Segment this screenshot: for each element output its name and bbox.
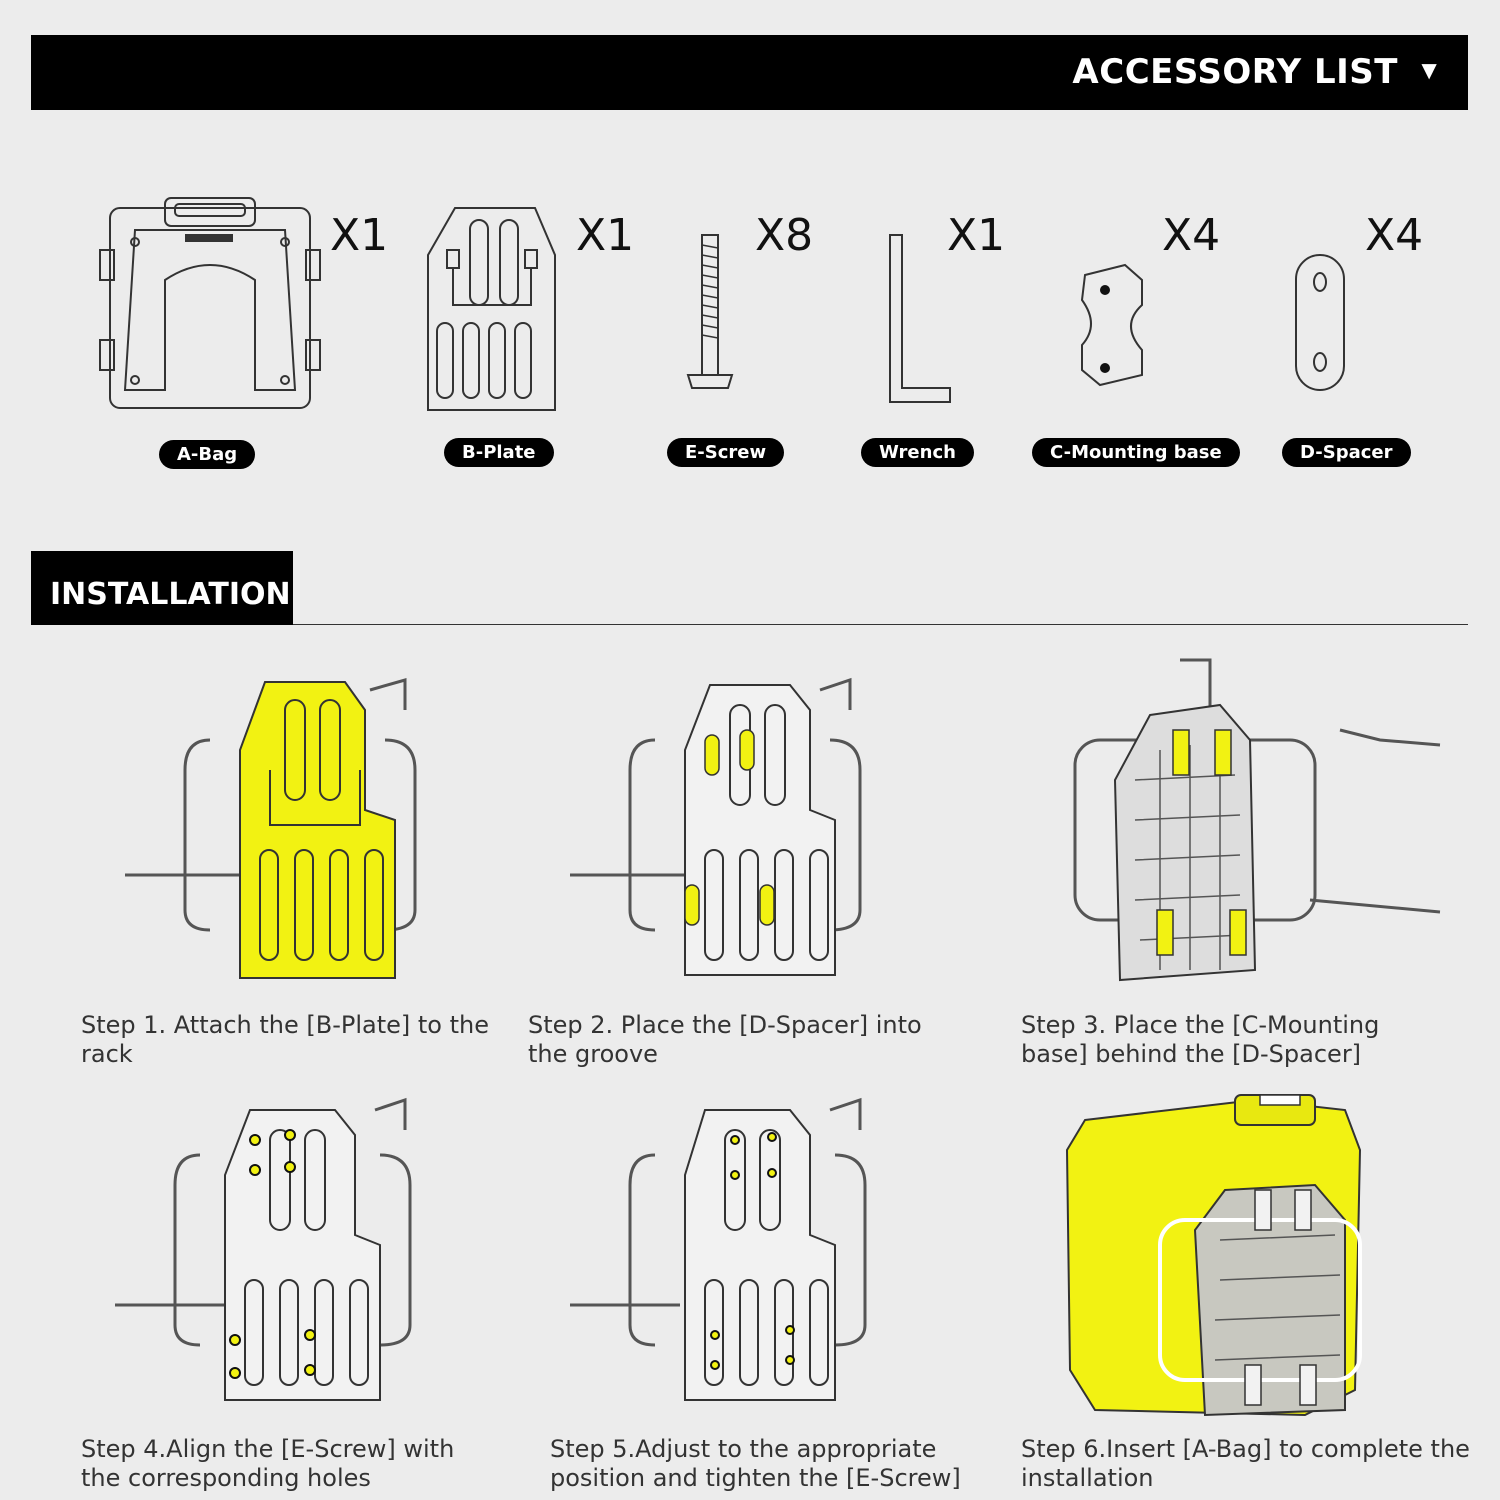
step-2-text: Step 2. Place the [D-Spacer] into the gr… bbox=[528, 1011, 922, 1068]
label-b-plate: B-Plate bbox=[444, 438, 554, 467]
step-6-text: Step 6.Insert [A-Bag] to complete the in… bbox=[1021, 1435, 1470, 1492]
installation-header: INSTALLATION bbox=[31, 551, 293, 625]
bag-icon bbox=[99, 197, 321, 409]
qty-c-mounting-base: X4 bbox=[1162, 210, 1221, 261]
divider bbox=[293, 624, 1468, 625]
triangle-down-icon: ▼ bbox=[1416, 55, 1442, 85]
step-6-illustration bbox=[1065, 1094, 1362, 1417]
wrench-icon bbox=[889, 234, 951, 403]
qty-wrench: X1 bbox=[947, 210, 1006, 261]
step-5-text: Step 5.Adjust to the appropriate positio… bbox=[550, 1435, 961, 1492]
installation-title: INSTALLATION bbox=[50, 577, 291, 612]
label-e-screw: E-Screw bbox=[667, 438, 785, 467]
plate-icon bbox=[427, 207, 556, 411]
step-5-illustration bbox=[570, 1097, 867, 1401]
spacer-icon bbox=[1295, 254, 1345, 391]
step-3-text: Step 3. Place the [C-Mounting base] behi… bbox=[1021, 1011, 1380, 1068]
accessory-list-header: ACCESSORY LIST ▼ bbox=[31, 35, 1468, 110]
qty-d-spacer: X4 bbox=[1365, 210, 1424, 261]
step-2-illustration bbox=[570, 677, 862, 976]
step-1-illustration bbox=[125, 678, 417, 979]
label-a-bag: A-Bag bbox=[159, 440, 256, 469]
label-wrench: Wrench bbox=[861, 438, 974, 467]
mounting-base-icon bbox=[1080, 263, 1143, 387]
step-3-illustration bbox=[1073, 658, 1441, 982]
qty-e-screw: X8 bbox=[755, 210, 814, 261]
step-1-text: Step 1. Attach the [B-Plate] to the rack bbox=[81, 1011, 489, 1068]
label-c-mounting-base: C-Mounting base bbox=[1032, 438, 1240, 467]
qty-a-bag: X1 bbox=[330, 210, 389, 261]
step-4-illustration bbox=[115, 1097, 412, 1401]
qty-b-plate: X1 bbox=[576, 210, 635, 261]
screw-icon bbox=[686, 234, 734, 389]
step-4-text: Step 4.Align the [E-Screw] with the corr… bbox=[81, 1435, 455, 1492]
label-d-spacer: D-Spacer bbox=[1282, 438, 1411, 467]
accessory-list-title: ACCESSORY LIST bbox=[1072, 52, 1398, 92]
